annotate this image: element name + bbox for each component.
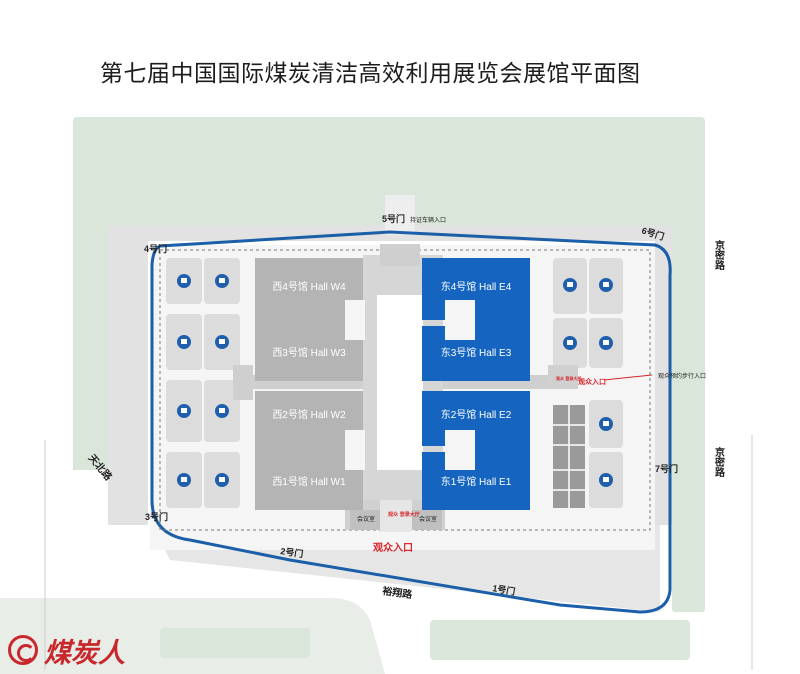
gate-7-label: 7号门	[655, 463, 678, 474]
hall-e2-label: 东2号馆 Hall E2	[441, 408, 512, 421]
gate-1-label: 1号门	[492, 582, 517, 597]
pedestrian-arrow	[603, 374, 653, 381]
west-hall-wings	[255, 300, 345, 470]
east-entrance-label: 观众入口	[578, 377, 606, 386]
east-registration-label: 观众 登录大厅	[555, 375, 581, 381]
road-jingmi-top-label: 京密路	[713, 239, 725, 271]
gate-3-label: 3号门	[145, 511, 168, 522]
meeting-room-left-label: 会议室	[357, 515, 375, 523]
watermark-text: 煤炭人	[44, 637, 125, 669]
watermark-logo: 煤炭人	[8, 632, 125, 669]
hall-e3-label: 东3号馆 Hall E3	[441, 346, 512, 359]
logo-icon	[8, 635, 38, 665]
main-entrance-label: 观众入口	[373, 541, 413, 554]
road-yuxiang-label: 裕翔路	[381, 584, 414, 601]
hall-e1-label: 东1号馆 Hall E1	[441, 475, 512, 488]
side-strips	[44, 435, 753, 670]
gate-5-label: 5号门	[382, 213, 405, 224]
gate-5-note: 持证车辆入口	[410, 216, 446, 224]
hall-w1-label: 西1号馆 Hall W1	[272, 475, 346, 488]
road-jingmi-bottom-label: 京密路	[713, 446, 725, 478]
parking-icon	[177, 274, 613, 487]
hall-w4-label: 西4号馆 Hall W4	[272, 280, 346, 293]
gate-2-label: 2号门	[280, 545, 304, 559]
hall-w3-label: 西3号馆 Hall W3	[272, 346, 346, 359]
east-hall-wings	[475, 300, 530, 470]
gate-4-label: 4号门	[144, 243, 167, 254]
hall-w2-label: 西2号馆 Hall W2	[272, 408, 346, 421]
meeting-room-right-label: 会议室	[419, 515, 437, 523]
inner-boundary	[159, 249, 651, 531]
green-areas	[0, 117, 705, 674]
pedestrian-entrance-label: 观众预约步行入口	[658, 372, 706, 380]
page-title: 第七届中国国际煤炭清洁高效利用展览会展馆平面图	[100, 61, 641, 87]
registration-hall-label: 观众 登录大厅	[388, 511, 420, 518]
venue-fence	[150, 230, 672, 614]
hall-e4-label: 东4号馆 Hall E4	[441, 280, 512, 293]
